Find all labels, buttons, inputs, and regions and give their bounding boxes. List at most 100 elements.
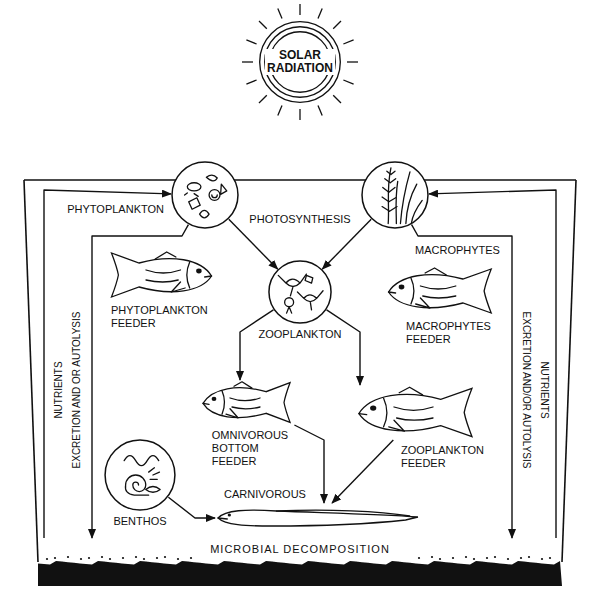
node-title: SOLAR RADIATION [265, 49, 335, 75]
sun-ray [246, 80, 256, 84]
organism-sketch [297, 291, 323, 310]
fish-eye [370, 405, 376, 410]
fish-scales [230, 398, 260, 409]
fish-drawing [355, 385, 485, 440]
side-label: EXCRETION AND OR AUTOLYSIS [71, 310, 82, 471]
plankton-circle: PHYTOPLANKTON [171, 161, 239, 229]
sun-ray [333, 95, 341, 103]
organism-sketch [200, 210, 210, 217]
food-web-arrow [332, 440, 393, 503]
fish-fin [226, 409, 238, 418]
sediment-speck [177, 558, 179, 560]
sun-ring [265, 27, 336, 98]
organism-sketch [187, 183, 201, 191]
fish-figure: MACROPHYTES FEEDER [385, 266, 503, 316]
sediment-speck [549, 557, 551, 559]
circle-drawing [268, 260, 332, 324]
fish-gill [222, 391, 225, 414]
sun-ray [278, 105, 282, 115]
sediment-speck [156, 557, 158, 559]
organism-sketch [189, 198, 201, 210]
fish-fin [171, 282, 185, 292]
pond-rim [24, 179, 576, 181]
sun-ray [278, 8, 282, 18]
node-label: ZOOPLANKTON FEEDER [400, 444, 485, 470]
sediment-speck [67, 556, 69, 558]
fish-group [203, 382, 290, 423]
sun-rays [242, 4, 358, 120]
circle-outline [269, 261, 331, 323]
pond-wall [562, 180, 576, 562]
organism-sketch [206, 175, 217, 181]
fish-eye [399, 285, 405, 290]
fish-fin [425, 268, 446, 275]
sediment-speck [486, 557, 488, 559]
side-label: NUTRIENTS [53, 359, 64, 420]
sediment-speck [439, 558, 441, 560]
sun-ray [343, 40, 353, 44]
organism-sketch [285, 298, 294, 313]
node-label: PHYTOPLANKTON [66, 203, 165, 216]
sediment-speck [418, 557, 420, 559]
sediment-speck [520, 557, 522, 559]
fish-drawing [385, 266, 503, 316]
organism-sketch [125, 475, 148, 495]
food-web-arrow [322, 219, 371, 269]
sediment-layer [38, 561, 562, 586]
fish-gill [384, 398, 387, 427]
organism-sketch [149, 468, 160, 480]
sediment-speck [54, 557, 56, 559]
circle-drawing [171, 161, 239, 229]
organism-sketch [382, 171, 397, 211]
food-web-arrow [327, 310, 360, 385]
sediment [38, 556, 562, 586]
organism-sketch [124, 456, 159, 466]
sediment-speck [143, 558, 145, 560]
sediment-speck [101, 556, 103, 558]
fish-mouth [203, 403, 209, 405]
sun-ray [343, 80, 353, 84]
node-label: PHYTOPLANKTON FEEDER [110, 304, 209, 330]
sun-ring [260, 22, 341, 103]
eel-figure: CARNIVOROUS [215, 503, 420, 533]
fish-drawing [100, 250, 215, 300]
fish-gill [187, 262, 190, 288]
side-label: EXCRETION AND/OR AUTOLYSIS [521, 310, 532, 471]
sediment-speck [164, 556, 166, 558]
food-web-arrow [240, 310, 273, 380]
circle-outline [105, 440, 175, 510]
sun-ray [318, 105, 322, 115]
eel-body [218, 510, 418, 526]
sun-ray [299, 109, 300, 120]
node-label: CARNIVOROUS [223, 488, 307, 501]
sediment-speck [122, 557, 124, 559]
sun-circle: SOLAR RADIATION [258, 20, 342, 104]
food-web-arrow [429, 190, 556, 538]
circle-drawing [361, 161, 429, 229]
food-web-arrow [412, 225, 512, 538]
eel-eye [228, 513, 231, 516]
food-web-arrow [229, 219, 278, 269]
fish-fin [399, 387, 422, 395]
process-label: PHOTOSYNTHESIS [248, 213, 351, 226]
eel-fin [277, 510, 410, 516]
eel-mouth [218, 518, 227, 519]
fish-group [389, 268, 492, 313]
sediment-speck [465, 556, 467, 558]
sun-ray [333, 21, 341, 29]
fish-eye [196, 269, 202, 274]
sediment-speck [541, 558, 543, 560]
organism-sketch [305, 275, 313, 283]
fish-fin [416, 298, 430, 308]
sun-ray [242, 61, 253, 62]
node-label: ZOOPLANKTON [258, 328, 343, 341]
organism-sketch [388, 168, 391, 224]
fish-body [359, 388, 472, 436]
sediment-speck [431, 556, 433, 558]
sediment-speck [46, 558, 48, 560]
sediment-speck [109, 558, 111, 560]
fish-body [389, 269, 492, 313]
side-label: NUTRIENTS [539, 359, 550, 420]
fish-fin [155, 252, 176, 259]
circle-outline [172, 162, 238, 228]
